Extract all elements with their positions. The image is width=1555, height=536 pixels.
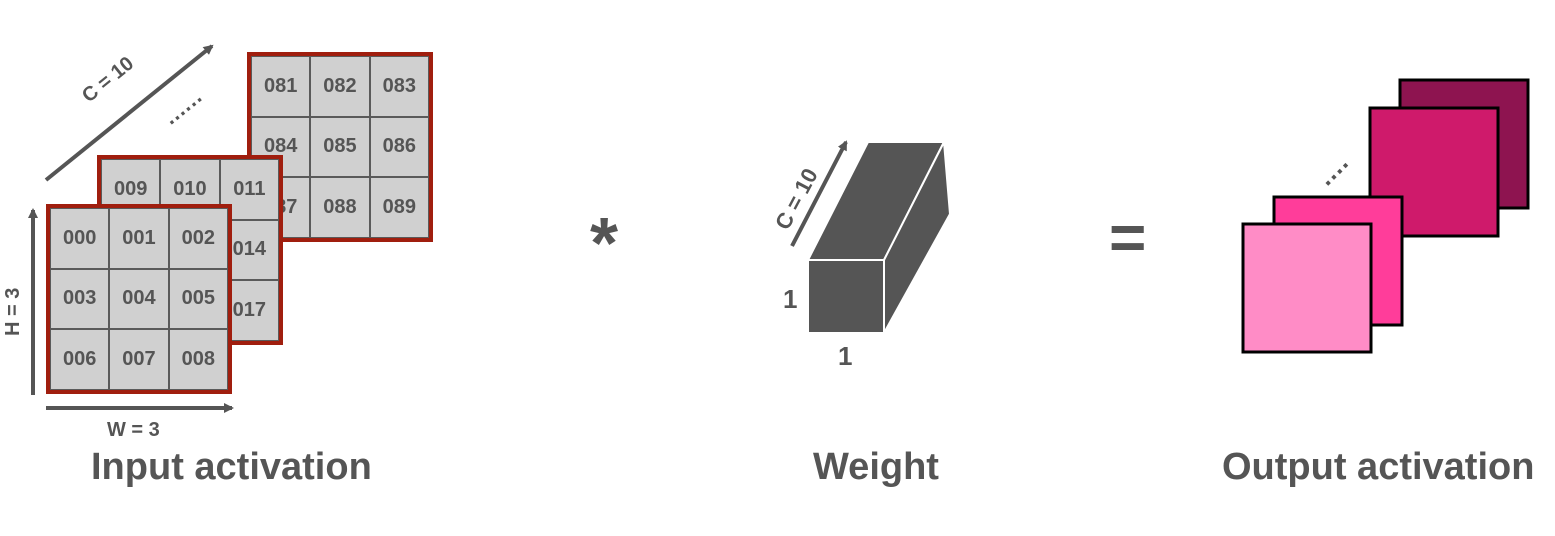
weight-caption: Weight [813, 446, 939, 488]
input-cell: 089 [369, 177, 429, 238]
input-cell: 002 [168, 208, 228, 269]
input-cell: 086 [369, 116, 429, 178]
output-squares [1241, 78, 1530, 354]
input-cell: 081 [251, 56, 311, 117]
input-cell: 082 [310, 56, 370, 117]
output-caption: Output activation [1222, 446, 1535, 488]
input-cell: 004 [109, 268, 169, 330]
weight-c-axis-arrow [790, 140, 848, 247]
input-cell: 008 [168, 329, 228, 390]
input-h-label: H = 3 [2, 287, 24, 336]
input-cell: 088 [310, 177, 370, 238]
input-cell: 006 [50, 329, 110, 390]
input-cell: 007 [109, 329, 169, 390]
input-cell: 003 [50, 268, 110, 330]
input-cell: 001 [109, 208, 169, 269]
multiply-symbol: * [590, 204, 619, 284]
weight-box [806, 138, 952, 337]
input-cell: 000 [50, 208, 110, 269]
output-square-1 [1241, 222, 1373, 354]
input-cell: 011 [219, 159, 279, 220]
input-cell: 005 [168, 268, 228, 330]
c-axis-arrow [44, 44, 214, 182]
weight-height-label: 1 [783, 284, 798, 314]
input-cell: 085 [310, 116, 370, 178]
input-w-label: W = 3 [107, 419, 160, 441]
equals-symbol: = [1109, 201, 1147, 273]
input-caption: Input activation [91, 446, 372, 488]
weight-width-label: 1 [838, 341, 853, 371]
input-cell: 083 [369, 56, 429, 117]
